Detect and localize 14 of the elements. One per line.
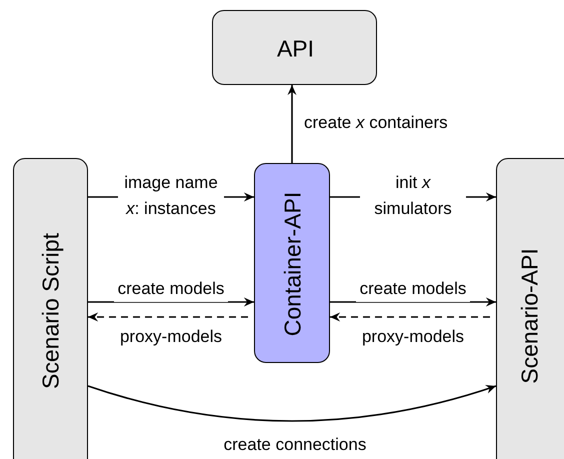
rounded-box bbox=[13, 158, 88, 459]
rounded-box bbox=[496, 158, 564, 459]
rounded-box bbox=[212, 10, 377, 85]
node-label: Scenario Script bbox=[40, 233, 62, 389]
arrow bbox=[288, 85, 296, 163]
arrow bbox=[330, 298, 496, 306]
rounded-box bbox=[254, 163, 330, 363]
arrow bbox=[88, 384, 496, 422]
arrow bbox=[88, 312, 248, 322]
arrow bbox=[88, 298, 254, 306]
node-label: Container-API bbox=[282, 192, 304, 336]
node-label: API bbox=[276, 37, 314, 60]
arrow bbox=[330, 312, 490, 322]
node-label: Scenario-API bbox=[518, 248, 542, 384]
